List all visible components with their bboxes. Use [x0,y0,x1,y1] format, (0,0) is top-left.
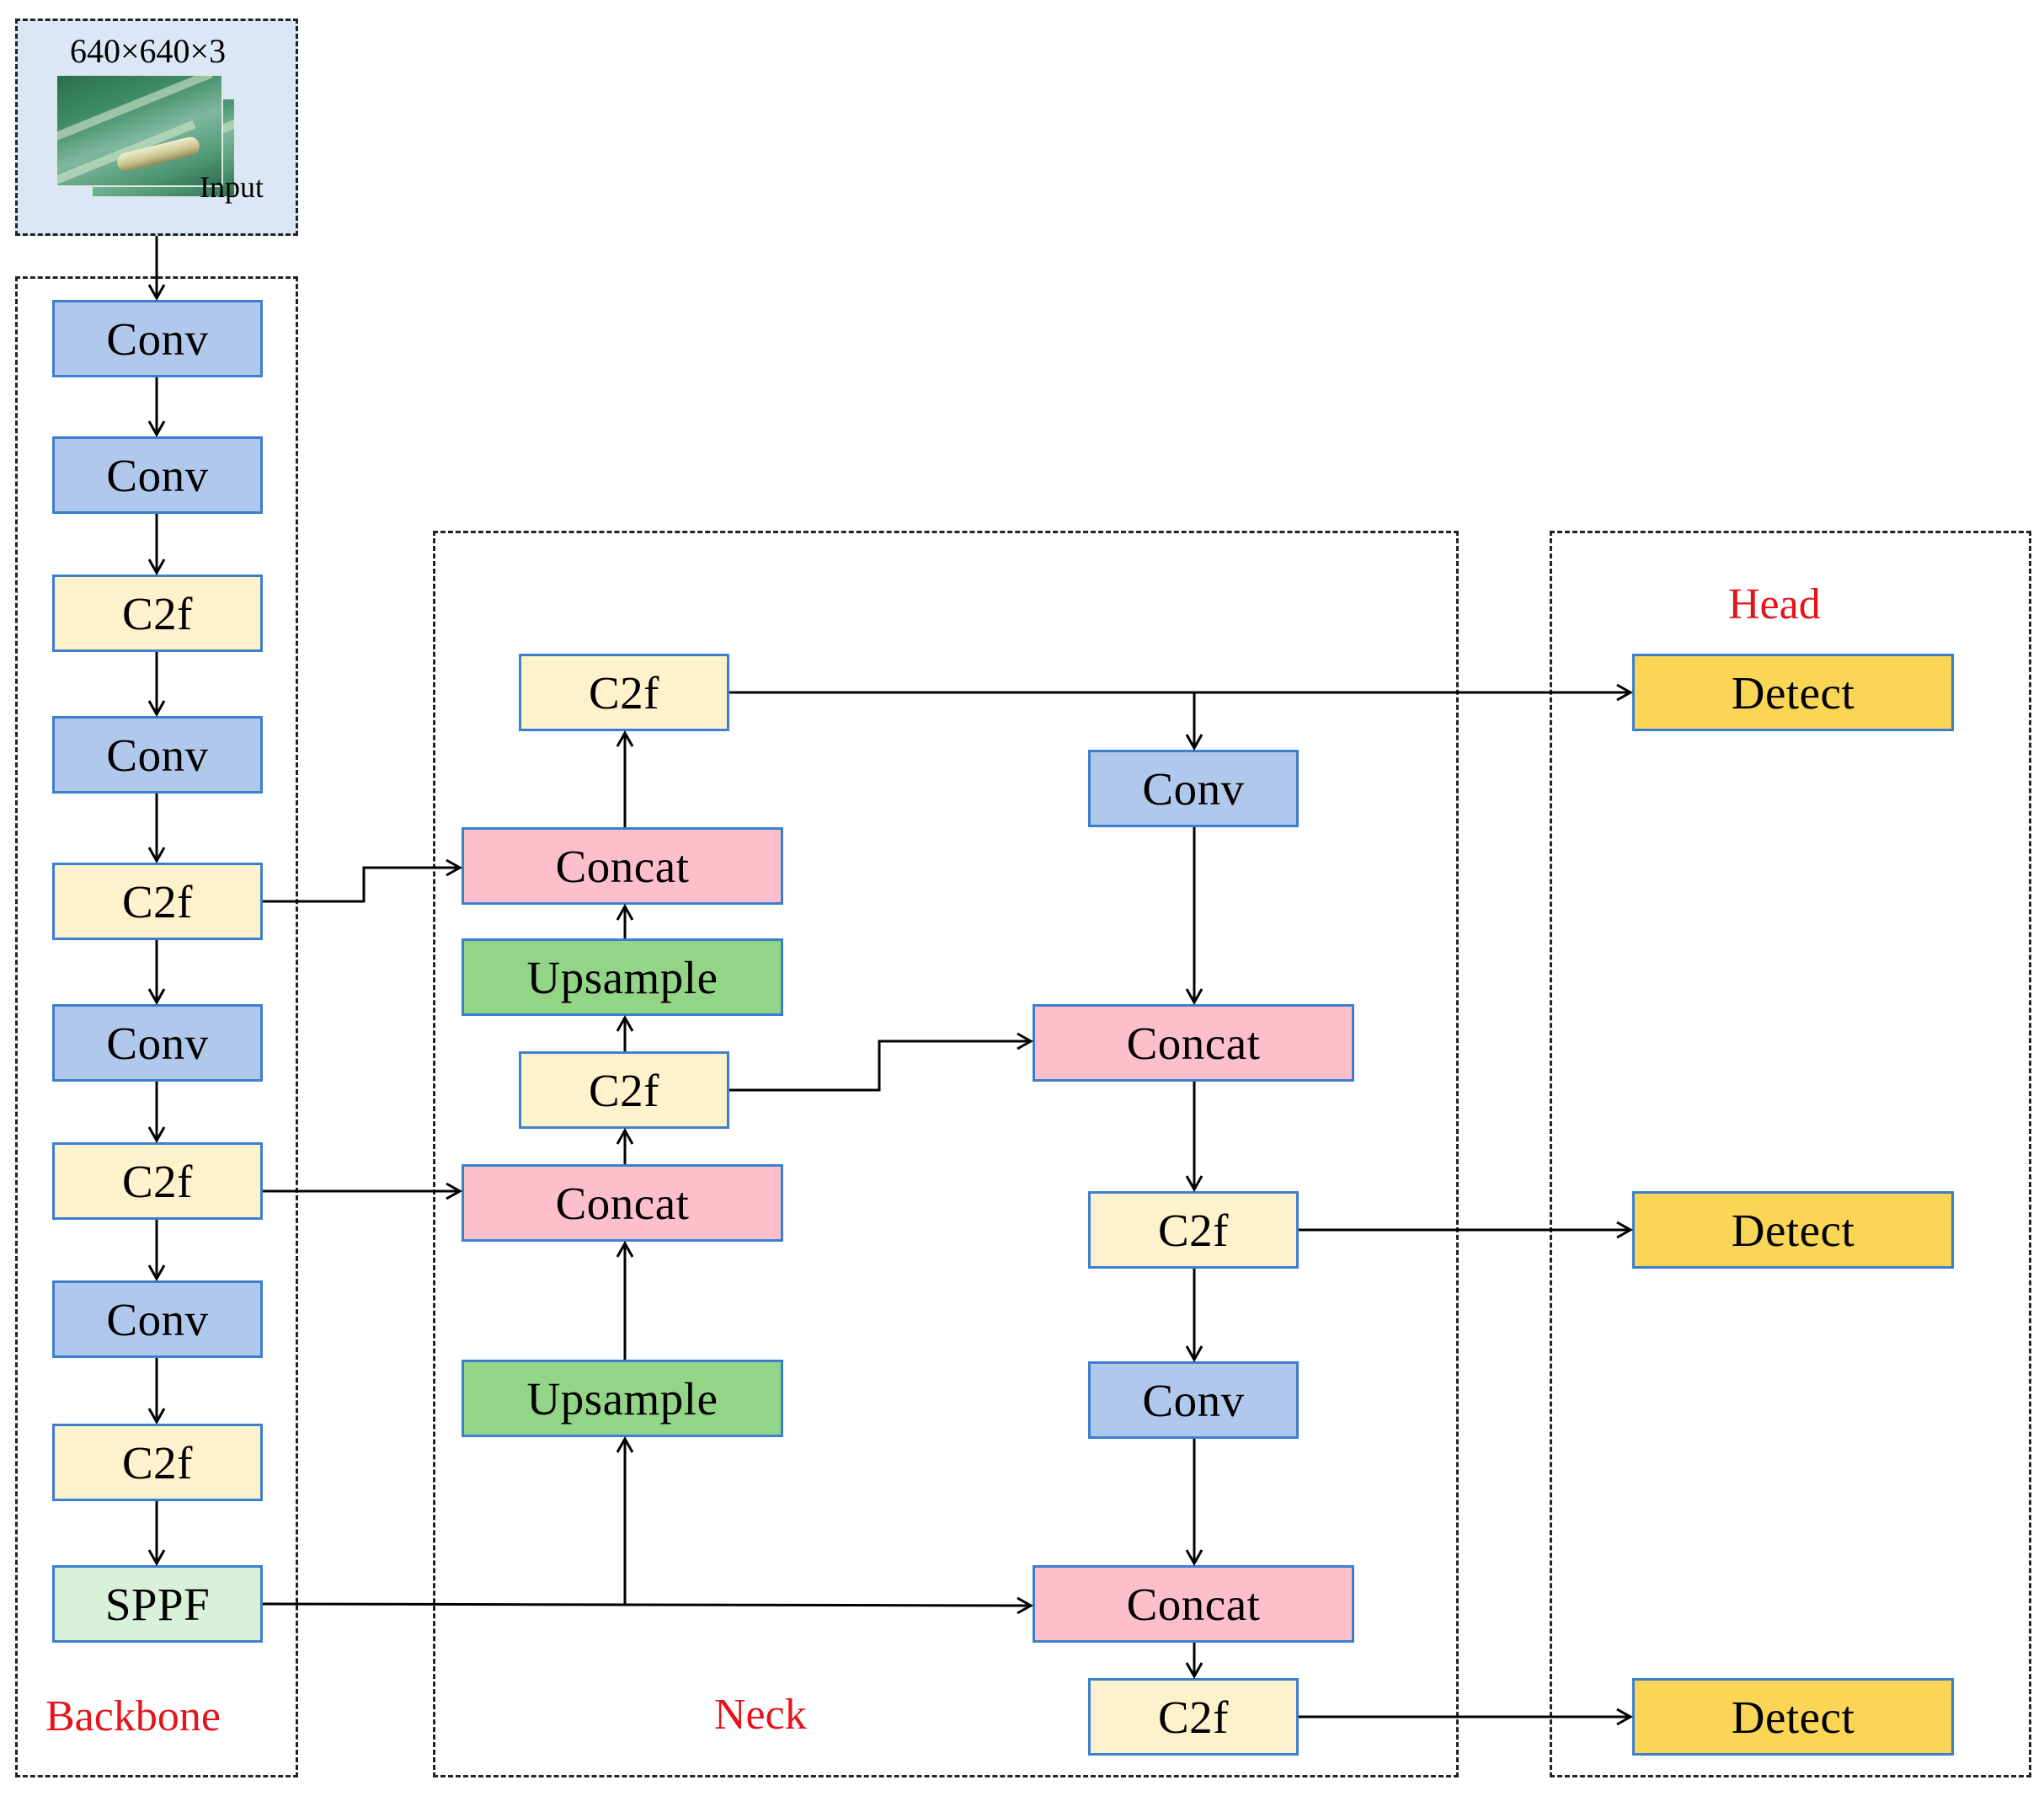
backbone-c2f-2: C2f [52,863,263,940]
backbone-conv-2: Conv [52,436,263,514]
input-image [56,75,222,186]
arrow-c2f2-concat-top [263,858,463,903]
head-detect-2: Detect [1632,1191,1954,1269]
backbone-conv-4: Conv [52,1004,263,1082]
backbone-label: Backbone [45,1692,221,1740]
backbone-conv-1: Conv [52,300,263,377]
backbone-conv-5: Conv [52,1280,263,1358]
backbone-conv-3: Conv [52,716,263,794]
input-group: 640×640×3 Input [15,19,298,236]
neck-label: Neck [714,1691,807,1739]
backbone-c2f-3: C2f [52,1142,263,1220]
neck-c2f-top: C2f [519,654,729,731]
backbone-c2f-4: C2f [52,1424,263,1501]
backbone-c2f-1: C2f [52,575,263,652]
input-dims: 640×640×3 [70,32,227,70]
neck-concat-mid: Concat [462,1164,783,1242]
head-detect-3: Detect [1632,1678,1954,1756]
neck-concat-right-2: Concat [1033,1565,1354,1643]
neck-group [433,531,1459,1777]
head-detect-1: Detect [1632,654,1954,731]
neck-concat-right-1: Concat [1033,1004,1354,1082]
neck-upsample-top: Upsample [462,938,783,1016]
input-label: Input [200,170,264,204]
neck-concat-top: Concat [462,827,783,905]
neck-conv-right-2: Conv [1088,1361,1299,1439]
neck-c2f-right-2: C2f [1088,1678,1299,1756]
neck-upsample-bottom: Upsample [462,1360,783,1437]
backbone-sppf: SPPF [52,1565,263,1643]
neck-conv-right-1: Conv [1088,750,1299,827]
arrow-sppf-concat-right2 [262,1596,1034,1615]
head-label: Head [1728,580,1821,628]
neck-c2f-right-1: C2f [1088,1191,1299,1269]
arrow-c2f-mid-concat-right1 [729,1032,1034,1092]
head-group [1550,531,2031,1777]
neck-c2f-mid: C2f [519,1051,729,1129]
